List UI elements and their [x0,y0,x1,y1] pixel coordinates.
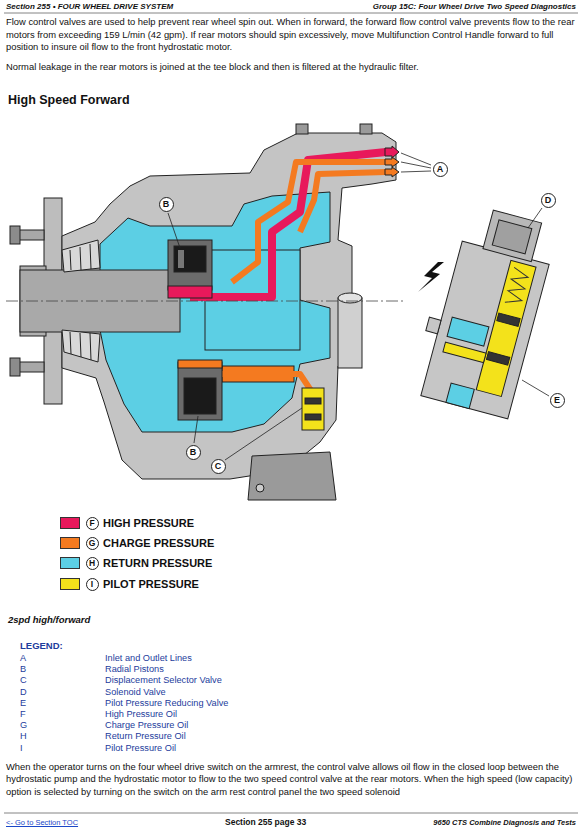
callout-letter: A [437,165,444,174]
figure-caption: 2spd high/forward [8,614,90,625]
legend-description: Pilot Pressure Reducing Valve [105,697,228,709]
legend-key: F [20,708,26,720]
legend-text: CHARGE PRESSURE [103,536,214,550]
legend-letter-circle: G [86,537,99,550]
hydrostatic-motor-section [10,124,399,500]
legend-description: Radial Pistons [105,663,164,675]
legend-text: RETURN PRESSURE [103,556,212,570]
legend-description: Solenoid Valve [105,686,166,698]
legend-letter-circle: F [86,517,99,530]
legend-swatch [60,557,80,569]
header-section: Section 255 • FOUR WHEEL DRIVE SYSTEM [6,2,173,12]
legend-key: G [20,719,27,731]
legend-key: I [20,742,23,754]
callout-circle: E [550,393,565,408]
legend-description: Inlet and Outlet Lines [105,652,192,664]
legend-letter-circle: H [86,557,99,570]
legend-key: C [20,674,27,686]
legend-letter-circle: I [86,578,99,591]
legend-swatch [60,517,80,529]
callout-letter: G [89,539,96,548]
callout-letter: B [190,448,197,457]
legend-description: High Pressure Oil [105,708,177,720]
callout-letter: F [89,519,94,528]
legend-text: PILOT PRESSURE [103,577,199,591]
paragraph: Flow control valves are used to help pre… [6,16,578,54]
legend-key: H [20,730,27,742]
electric-signal-symbol [418,262,444,292]
footer-link: <- Go to Section TOC [6,818,78,827]
footer-rule [4,813,578,814]
callout-circle: C [211,459,226,474]
legend-key: E [20,697,26,709]
legend-key: A [20,652,26,664]
callout-letter: B [163,200,170,209]
leader-lines [168,153,549,460]
callout-letter: I [91,580,93,589]
callout-letter: D [545,196,552,205]
legend-heading: LEGEND: [20,640,63,652]
footer-manual: 9650 CTS Combine Diagnosis and Tests [433,818,576,827]
legend-description: Return Pressure Oil [105,730,186,742]
callout-letter: E [554,396,560,405]
header-rule [4,13,578,14]
callout-circle: A [433,162,448,177]
paragraph: When the operator turns on the four whee… [6,761,578,798]
header-group: Group 15C: Four Wheel Drive Two Speed Di… [373,2,576,12]
legend-key: D [20,686,27,698]
legend-description: Pilot Pressure Oil [105,742,176,754]
legend-key: B [20,663,26,675]
paragraph: Normal leakage in the rear motors is joi… [6,61,578,74]
page-number: Section 255 page 33 [225,817,306,828]
callout-circle: B [186,445,201,460]
solenoid-valve-block [409,201,559,419]
callout-letter: H [89,559,95,568]
legend-swatch [60,578,80,590]
legend-text: HIGH PRESSURE [103,516,194,530]
legend-swatch [60,537,80,549]
legend-description: Displacement Selector Valve [105,674,222,686]
section-heading: High Speed Forward [8,93,130,107]
callout-circle: B [159,197,174,212]
callout-letter: C [215,462,222,471]
legend-description: Charge Pressure Oil [105,719,188,731]
callout-circle: D [541,193,556,208]
center-line [6,301,405,302]
